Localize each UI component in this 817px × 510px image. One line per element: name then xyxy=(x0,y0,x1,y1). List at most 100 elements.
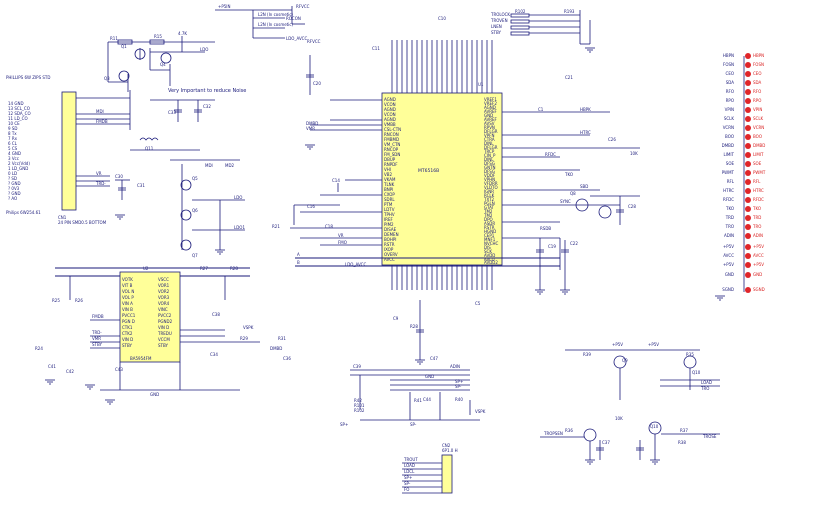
u1-rpin: RPVN xyxy=(484,125,495,130)
net-ldo: LDO xyxy=(200,47,208,52)
comp-c14: C14 xyxy=(332,178,340,183)
u1-main-ic: MT6516B U1 xyxy=(290,16,640,290)
net-sp-plus-b: SP+ xyxy=(340,422,348,427)
svg-text:SGND: SGND xyxy=(753,287,765,292)
cn2-pin: SP+ xyxy=(404,475,412,480)
u1-rpin: GND xyxy=(484,113,493,118)
net-fmdb: FMDB xyxy=(96,119,108,124)
u1-rpin: CEP1 xyxy=(484,233,495,238)
svg-text:+P5V: +P5V xyxy=(723,262,734,267)
rail-p5v-a: +P5V xyxy=(612,342,623,347)
svg-text:LIMIT: LIMIT xyxy=(753,152,764,157)
u1-right-pins: VREF1 VREF2 AGND AVREF GND AVREF AVSV RP… xyxy=(483,97,499,265)
reg-note-2: L2N (In cosmetic) xyxy=(258,22,294,27)
comp-c37: C37 xyxy=(602,440,610,445)
comp-r38: R40 xyxy=(455,397,463,402)
svg-text:VPIN: VPIN xyxy=(725,107,734,112)
comp-r26: R26 xyxy=(75,298,83,303)
comp-r35: R37 xyxy=(680,428,688,433)
u1-rpin: DINL xyxy=(484,141,494,146)
comp-r27: R27 xyxy=(200,266,208,271)
rail-rfvcc-b: RFVCC xyxy=(307,39,321,44)
net-fmo: FMO xyxy=(338,240,347,245)
cn1-pin: 10 CE xyxy=(8,121,20,126)
cn1-caption: Philips 6W254.61 xyxy=(6,210,41,215)
net-rfdc: RFDC xyxy=(545,152,556,157)
net-trd: TRD- xyxy=(95,181,106,186)
u1-left-misc: C14 C16 R21 C18 VR FMO xyxy=(272,55,347,245)
net-load: LOAD xyxy=(701,380,712,385)
cn1-pin: ? GND xyxy=(8,181,21,186)
comp-q3: Q3 xyxy=(104,76,110,81)
svg-text:FOSN: FOSN xyxy=(753,62,764,67)
u1-lpin: VKAM xyxy=(384,177,396,182)
cn1-body xyxy=(61,91,77,211)
comp-c41: C41 xyxy=(48,364,56,369)
cn1-pin: 12 SDA_CO xyxy=(8,111,31,116)
comp-q8: Q8 xyxy=(570,191,576,196)
svg-text:+P5V: +P5V xyxy=(753,244,764,249)
u1-rpin: TXT2 xyxy=(483,197,495,202)
u1-rpin: RSTR xyxy=(484,225,495,230)
rail-p5v-b: +P5V xyxy=(648,342,659,347)
u1-rpin: MNF1 xyxy=(484,237,496,242)
u1-lpin: AGND xyxy=(384,117,396,122)
svg-text:SDA: SDA xyxy=(726,80,735,85)
comp-r15: R15 xyxy=(154,34,162,39)
cn2-pin: LOAD xyxy=(404,463,415,468)
cn2-pin: LDCL xyxy=(404,469,415,474)
svg-text:+P5V: +P5V xyxy=(723,244,734,249)
comp-l1: Q11 xyxy=(145,146,154,151)
u1-lpin: TPHV xyxy=(383,212,395,217)
net-lnen: LNEN xyxy=(491,24,502,29)
svg-text:DMBD: DMBD xyxy=(722,143,734,148)
net-troven: TROVEN xyxy=(490,18,508,23)
u1-right-leads xyxy=(502,111,640,270)
comp-c20: C20 xyxy=(313,81,321,86)
net-sbd: SBD xyxy=(580,184,588,189)
comp-c16: C16 xyxy=(307,204,315,209)
u1-lpin: LDTV xyxy=(384,207,395,212)
switch-resistor-block: TROLOCK TROVEN LNEN STBY R102 R193 xyxy=(490,9,591,45)
net-dmbd: DMBD xyxy=(306,121,318,126)
u1-rpin: RCLK xyxy=(484,193,495,198)
svg-text:PWMT: PWMT xyxy=(753,170,766,175)
comp-c44: C44 xyxy=(423,397,431,402)
comp-r28: R28 xyxy=(230,266,238,271)
u1-rpin: PGLN xyxy=(484,201,495,206)
u2-driver-ic: U2 BA5954FM VOTK VIT B VOL N VOL P VIN A… xyxy=(35,266,291,397)
comp-c30: C30 xyxy=(115,174,123,179)
net-tro: TRO xyxy=(700,386,709,391)
net-rsdb: RSDB xyxy=(540,226,551,231)
u2-lpin: VIN D xyxy=(122,337,133,342)
u1-rpin: CIN_P xyxy=(484,153,496,158)
comp-c28: C28 xyxy=(628,204,636,209)
u1-rpin: AGND xyxy=(484,105,496,110)
cn1-pin: 4 GND xyxy=(8,151,21,156)
u1-lpin: PIM2 xyxy=(384,222,394,227)
u1-rpin: DFSG xyxy=(484,169,495,174)
net-md2: MD2 xyxy=(225,163,235,168)
u1-rpin: AVLD xyxy=(484,257,495,262)
net-trose: TROSE xyxy=(702,434,717,439)
u1-part: MT6516B xyxy=(418,168,439,174)
u1-rpin: DIS xyxy=(484,245,491,250)
cn1-pin: 1 LD_GND xyxy=(8,166,28,171)
svg-text:RFO: RFO xyxy=(726,89,734,94)
cn1-title: PHILLIPS 6W ZIPS STD xyxy=(6,75,50,80)
comp-r41: R101 xyxy=(354,403,365,408)
cn2-connector: CN2 6P1.0 H TROUT LOAD LDCL SP+ SP- FO xyxy=(402,443,458,494)
svg-text:RPO: RPO xyxy=(726,98,734,103)
svg-text:TRO: TRO xyxy=(725,224,734,229)
u2-lpin: VIT B xyxy=(122,283,133,288)
comp-r24: R24 xyxy=(35,346,43,351)
cn1-pin: ? SD xyxy=(8,176,17,181)
